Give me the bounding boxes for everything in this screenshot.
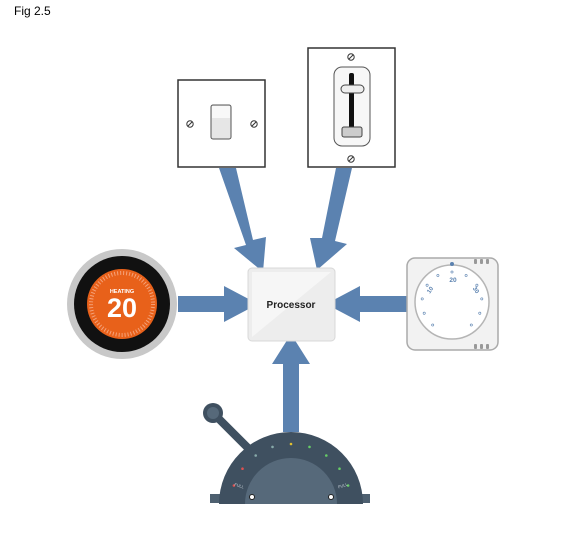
- screw-icon: [347, 155, 355, 163]
- dial-label-min: 10: [426, 286, 435, 295]
- dial-thermostat: 10 20 30: [406, 257, 499, 351]
- lever-position-mark: [289, 442, 293, 446]
- lever-position-mark: [325, 454, 328, 457]
- lever-position-mark: [241, 467, 244, 471]
- arrow-from-dimmer-switch: [310, 168, 352, 270]
- lever-position-mark: [232, 484, 236, 487]
- lever-scale: FULL FULL: [232, 442, 350, 490]
- processor-label: Processor: [267, 300, 316, 311]
- arrow-from-light-switch: [219, 168, 266, 272]
- lever-position-mark: [271, 445, 274, 449]
- dial-label-mid: 20: [449, 277, 457, 284]
- dial-dot: [450, 270, 454, 274]
- dial-dot: [469, 323, 473, 327]
- dial-label-max: 30: [471, 286, 480, 295]
- screw-icon: [347, 53, 355, 61]
- screw-icon: [186, 120, 194, 128]
- arrow-from-dial-thermostat: [326, 286, 407, 322]
- lever-position-label: FULL: [234, 482, 246, 490]
- dial-dot: [464, 274, 468, 277]
- dial-scale: [420, 270, 484, 327]
- lever-control: FULL FULL: [203, 403, 370, 504]
- screw-icon: [249, 494, 255, 500]
- figure-label: Fig 2.5: [14, 4, 51, 18]
- lever-position-label: FULL: [337, 481, 349, 489]
- smart-thermostat: HEATING 20: [67, 249, 177, 359]
- dial-dot: [425, 283, 429, 287]
- dial-dot: [420, 297, 424, 301]
- vent-slots: [474, 259, 489, 349]
- lever-handle: [203, 403, 252, 452]
- lever-position-mark: [338, 467, 341, 471]
- dial-dot: [431, 323, 435, 327]
- dial-dot: [475, 283, 479, 287]
- light-switch: [177, 79, 266, 168]
- screw-icon: [250, 120, 258, 128]
- dimmer-switch: [307, 47, 396, 168]
- lever-position-mark: [254, 454, 257, 457]
- lever-position-mark: [346, 484, 350, 487]
- thermostat-temperature: 20: [107, 293, 137, 323]
- arrow-from-lever-control: [272, 334, 310, 432]
- thermostat-mode-label: HEATING: [110, 289, 134, 295]
- processor-box: Processor: [247, 267, 336, 342]
- lever-position-mark: [308, 445, 311, 449]
- arrow-from-smart-thermostat: [178, 286, 258, 322]
- dial-dot: [480, 297, 484, 301]
- dial-dot: [422, 311, 426, 315]
- dial-dot: [436, 274, 440, 277]
- screw-icon: [328, 494, 334, 500]
- arrows: [178, 168, 407, 432]
- dial-dot: [478, 311, 482, 315]
